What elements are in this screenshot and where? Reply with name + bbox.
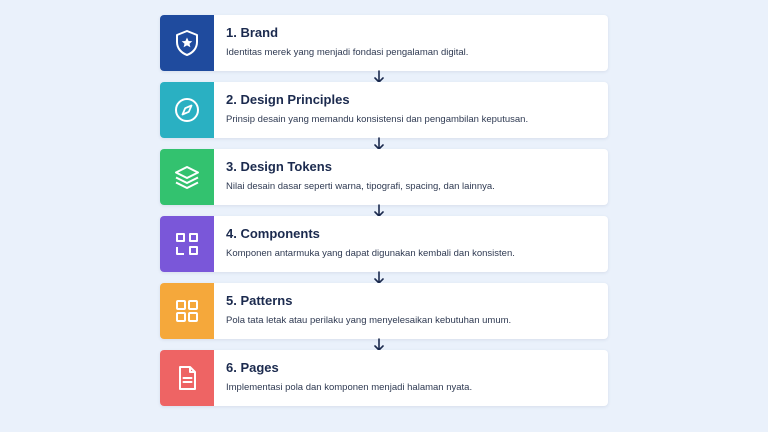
components-icon bbox=[176, 233, 198, 255]
step-title: 5. Patterns bbox=[226, 293, 293, 308]
step-design-tokens-text: 3. Design Tokens Nilai desain dasar sepe… bbox=[214, 149, 608, 205]
step-design-principles: 2. Design Principles Prinsip desain yang… bbox=[160, 82, 608, 138]
step-description: Pola tata letak atau perilaku yang menye… bbox=[226, 315, 512, 326]
shield-star-icon bbox=[176, 30, 198, 56]
step-brand-icon-box bbox=[160, 15, 214, 71]
step-patterns-icon-box bbox=[160, 283, 214, 339]
layers-icon bbox=[175, 166, 199, 189]
step-patterns: 5. Patterns Pola tata letak atau perilak… bbox=[160, 283, 608, 339]
step-pages: 6. Pages Implementasi pola dan komponen … bbox=[160, 350, 608, 406]
step-title: 6. Pages bbox=[226, 360, 279, 375]
connector-2 bbox=[160, 137, 608, 150]
step-design-principles-icon-box bbox=[160, 82, 214, 138]
step-pages-icon-box bbox=[160, 350, 214, 406]
step-pages-text: 6. Pages Implementasi pola dan komponen … bbox=[214, 350, 608, 406]
step-brand: 1. Brand Identitas merek yang menjadi fo… bbox=[160, 15, 608, 71]
step-description: Identitas merek yang menjadi fondasi pen… bbox=[226, 47, 469, 58]
connector-1 bbox=[160, 70, 608, 83]
step-design-principles-text: 2. Design Principles Prinsip desain yang… bbox=[214, 82, 608, 138]
step-title: 3. Design Tokens bbox=[226, 159, 332, 174]
connector-3 bbox=[160, 204, 608, 217]
step-title: 2. Design Principles bbox=[226, 92, 350, 107]
step-components: 4. Components Komponen antarmuka yang da… bbox=[160, 216, 608, 272]
compass-icon bbox=[175, 98, 199, 122]
step-description: Prinsip desain yang memandu konsistensi … bbox=[226, 114, 529, 125]
step-brand-text: 1. Brand Identitas merek yang menjadi fo… bbox=[214, 15, 608, 71]
connector-5 bbox=[160, 338, 608, 351]
step-patterns-text: 5. Patterns Pola tata letak atau perilak… bbox=[214, 283, 608, 339]
document-icon bbox=[179, 366, 196, 390]
step-title: 1. Brand bbox=[226, 25, 279, 40]
step-description: Komponen antarmuka yang dapat digunakan … bbox=[226, 248, 515, 259]
step-components-icon-box bbox=[160, 216, 214, 272]
step-design-tokens: 3. Design Tokens Nilai desain dasar sepe… bbox=[160, 149, 608, 205]
step-title: 4. Components bbox=[226, 226, 320, 241]
grid-icon bbox=[176, 300, 198, 322]
step-design-tokens-icon-box bbox=[160, 149, 214, 205]
connector-4 bbox=[160, 271, 608, 284]
step-description: Nilai desain dasar seperti warna, tipogr… bbox=[226, 181, 495, 192]
design-system-flow: 1. Brand Identitas merek yang menjadi fo… bbox=[160, 15, 608, 406]
step-description: Implementasi pola dan komponen menjadi h… bbox=[226, 382, 473, 393]
step-components-text: 4. Components Komponen antarmuka yang da… bbox=[214, 216, 608, 272]
